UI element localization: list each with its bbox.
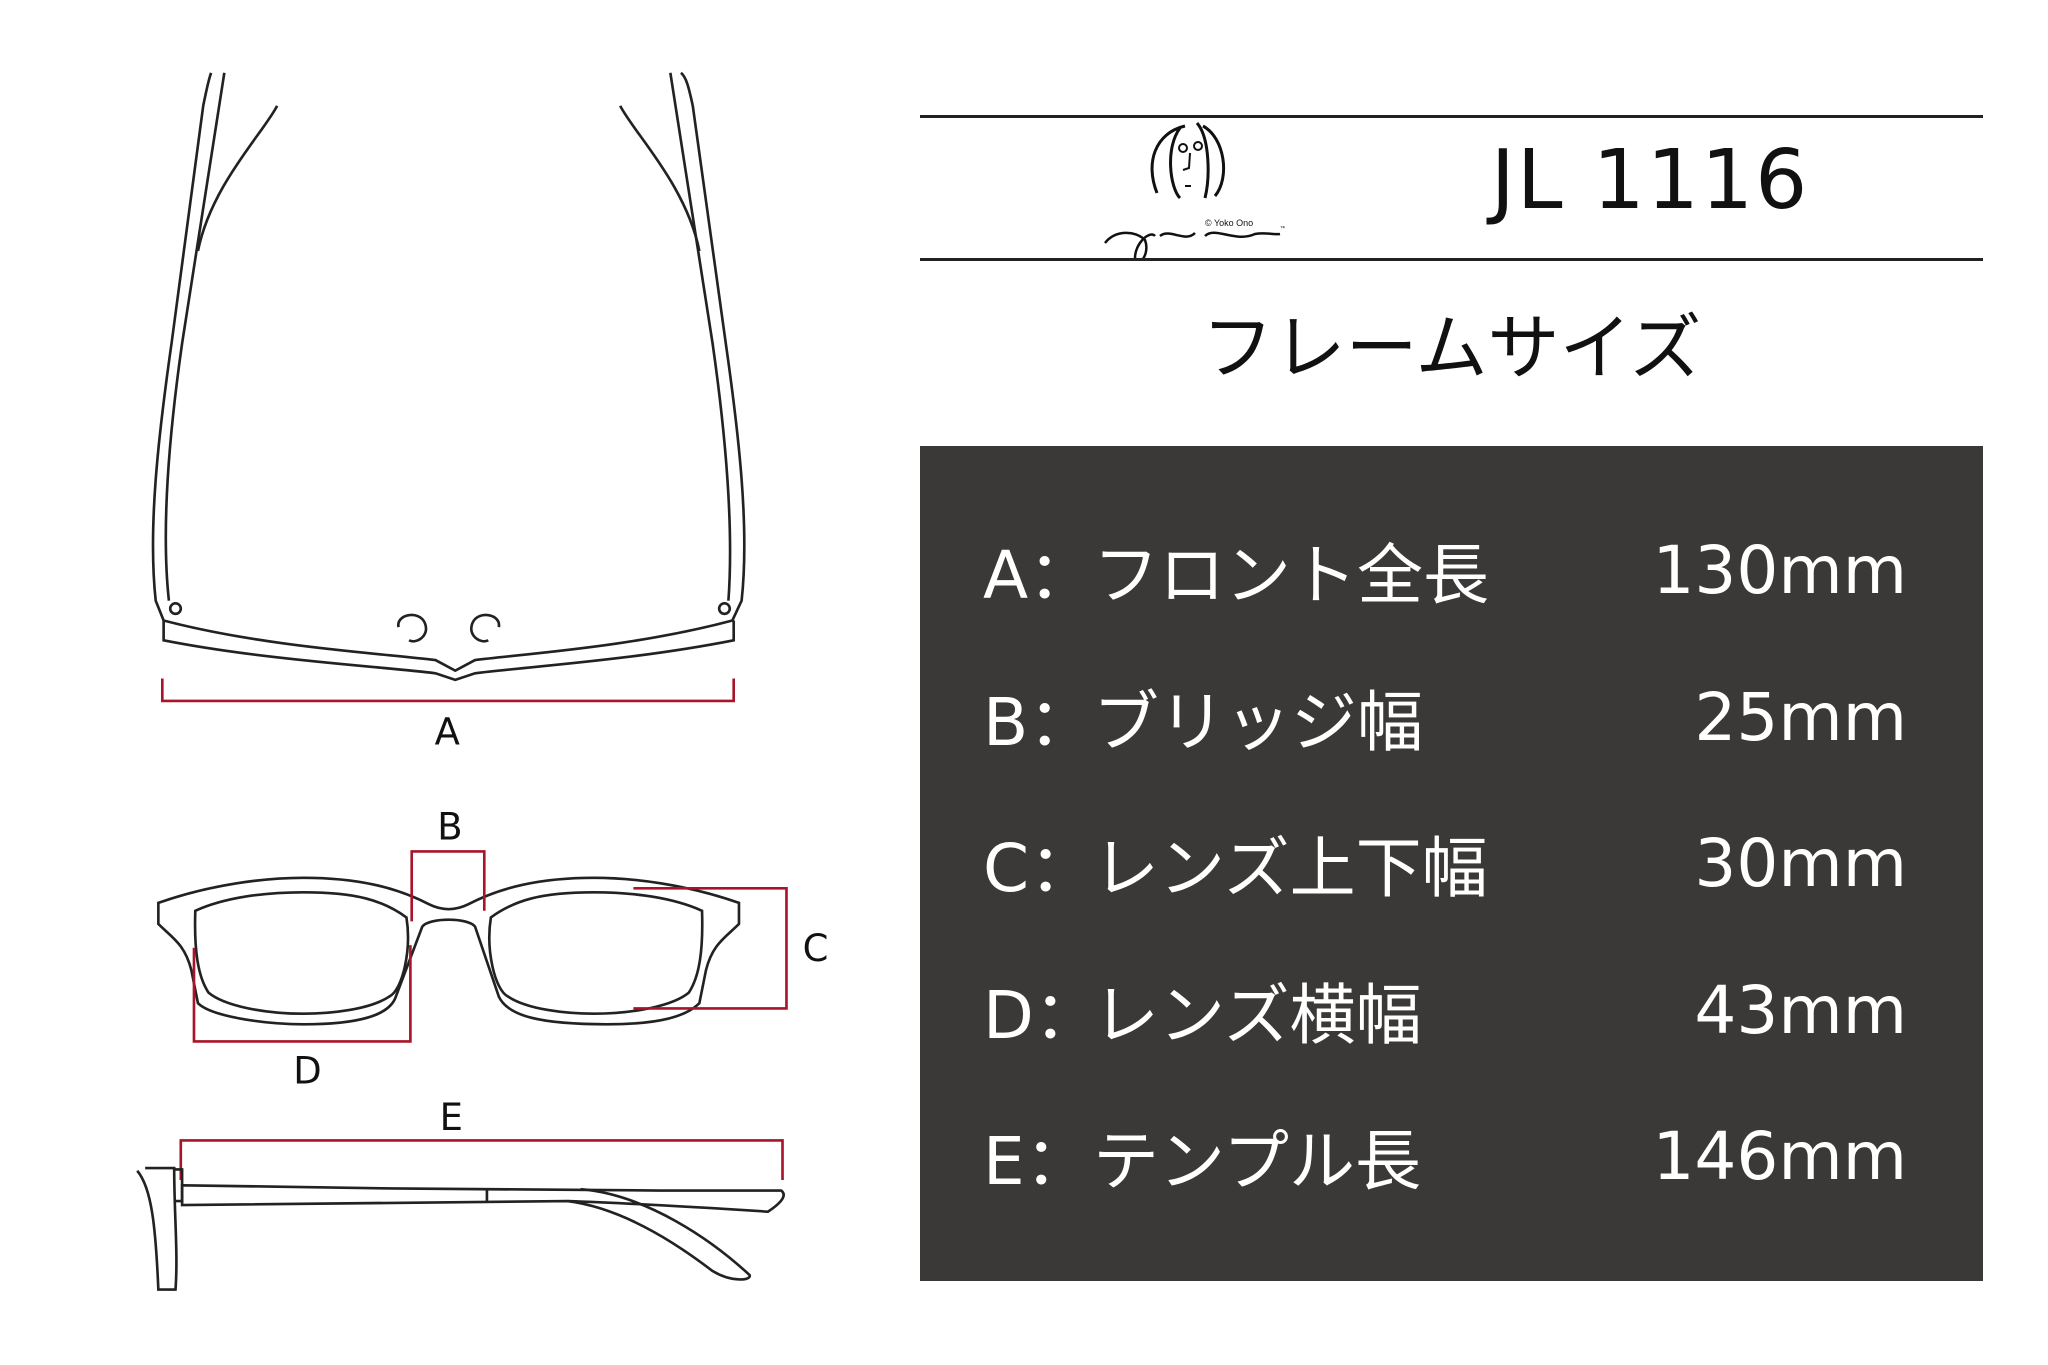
size-key: D： bbox=[983, 977, 1100, 1054]
size-key: A： bbox=[983, 537, 1095, 614]
size-value: 25mm bbox=[1694, 678, 1907, 756]
size-name: テンプル長 bbox=[1093, 1123, 1422, 1200]
john-lennon-logo: © Yoko Ono ™ bbox=[1104, 122, 1285, 258]
size-value: 146mm bbox=[1652, 1117, 1907, 1195]
front-view-illustration bbox=[157, 876, 741, 1026]
top-divider bbox=[920, 115, 1983, 118]
size-row-a: A： フロント全長 130mm bbox=[983, 525, 1907, 615]
bottom-divider bbox=[920, 258, 1983, 261]
dimension-a-line bbox=[160, 678, 736, 703]
size-row-e: E： テンプル長 146mm bbox=[983, 1111, 1907, 1201]
size-name: レンズ横幅 bbox=[1093, 977, 1422, 1054]
size-row-d: D： レンズ横幅 43mm bbox=[983, 965, 1907, 1055]
trademark-text: ™ bbox=[1280, 225, 1285, 232]
model-number: JL 1116 bbox=[1490, 133, 1810, 228]
size-key: E： bbox=[983, 1123, 1091, 1200]
copyright-text: © Yoko Ono bbox=[1205, 218, 1253, 228]
dimension-b-line bbox=[410, 850, 486, 922]
dimension-lines bbox=[179, 850, 788, 1180]
size-value: 43mm bbox=[1694, 971, 1907, 1049]
size-key: C： bbox=[983, 830, 1096, 907]
section-title: フレームサイズ bbox=[1201, 306, 1702, 390]
label-d: D bbox=[293, 1050, 321, 1093]
size-value: 30mm bbox=[1694, 824, 1907, 902]
label-e: E bbox=[440, 1096, 463, 1139]
size-value: 130mm bbox=[1652, 531, 1907, 609]
size-table: A： フロント全長 130mm B： ブリッジ幅 25mm C： レンズ上下幅 … bbox=[920, 446, 1983, 1281]
size-name: ブリッジ幅 bbox=[1093, 684, 1423, 761]
label-a: A bbox=[435, 711, 460, 754]
label-b: B bbox=[437, 806, 462, 849]
size-name: レンズ上下幅 bbox=[1093, 830, 1488, 907]
side-view-illustration bbox=[136, 1166, 785, 1291]
size-name: フロント全長 bbox=[1093, 537, 1489, 614]
label-c: C bbox=[803, 927, 829, 970]
size-key: B： bbox=[983, 684, 1095, 761]
size-row-c: C： レンズ上下幅 30mm bbox=[983, 818, 1907, 908]
dimension-d-line bbox=[192, 945, 412, 1043]
dimension-c-line bbox=[633, 887, 788, 1010]
size-row-b: B： ブリッジ幅 25mm bbox=[983, 672, 1907, 762]
dimension-e-line bbox=[179, 1139, 784, 1180]
top-view-illustration bbox=[151, 71, 746, 682]
